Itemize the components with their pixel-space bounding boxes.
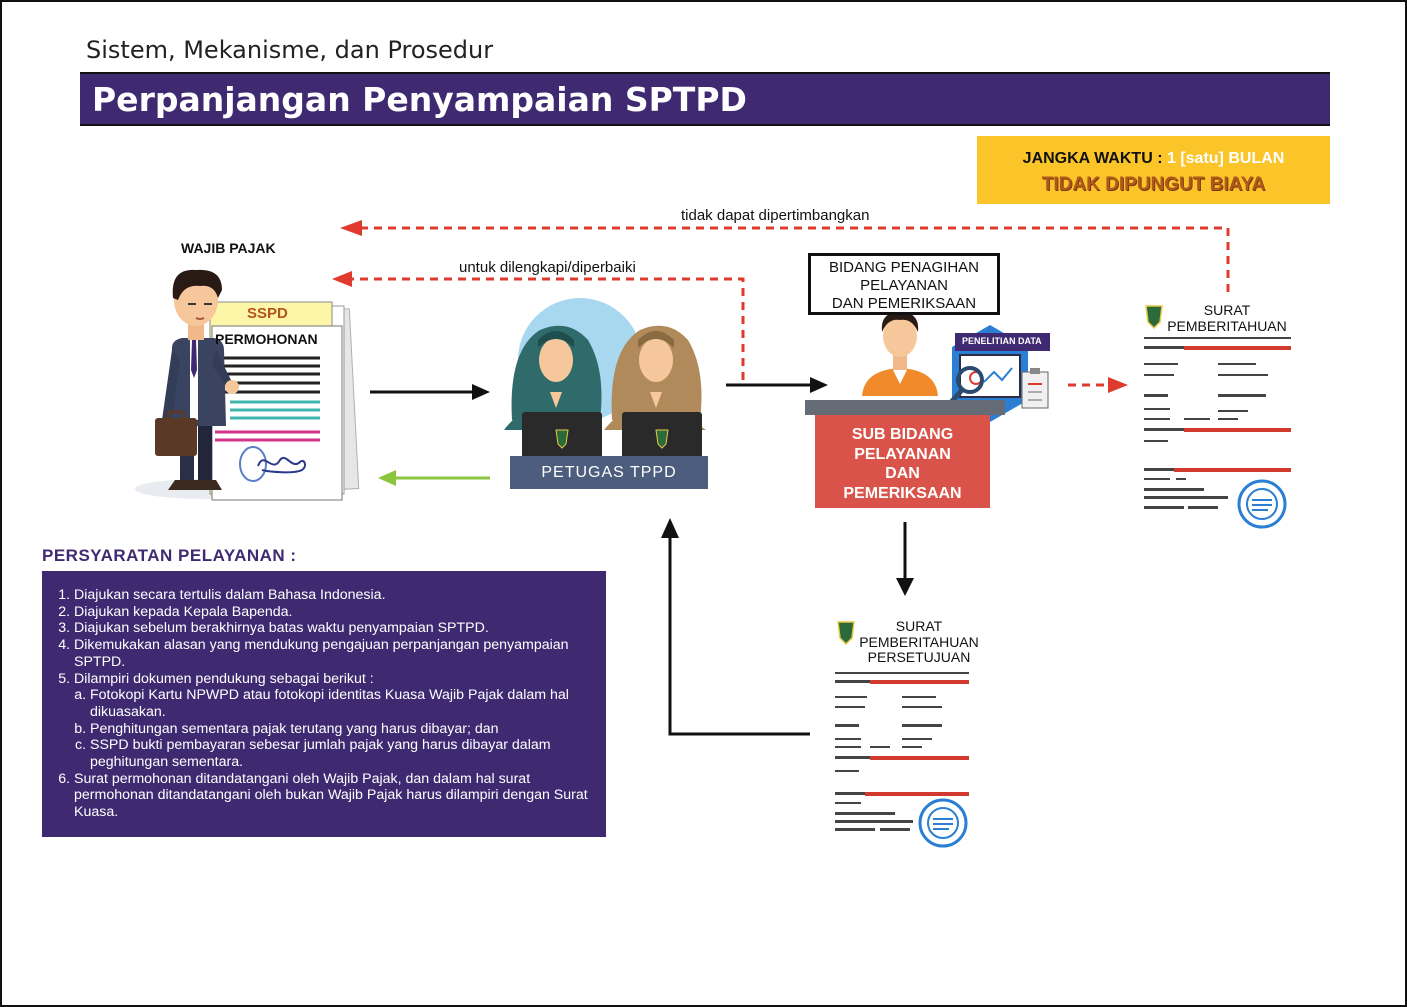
page-subtitle: Sistem, Mekanisme, dan Prosedur <box>86 36 494 64</box>
requirements-title: PERSYARATAN PELAYANAN : <box>42 546 297 565</box>
requirement-item: Dikemukakan alasan yang mendukung pengaj… <box>74 637 598 670</box>
requirement-item: Surat permohonan ditandatangani oleh Waj… <box>74 771 598 821</box>
page-title: Perpanjangan Penyampaian SPTPD <box>92 80 747 119</box>
permohonan-label: PERMOHONAN <box>215 331 318 347</box>
requirement-subitem: SSPD bukti pembayaran sebesar jumlah paj… <box>90 737 598 770</box>
requirements-box: Diajukan secara tertulis dalam Bahasa In… <box>42 571 606 837</box>
arrow-subbidang-to-persetujuan <box>896 522 914 596</box>
requirements-list: Diajukan secara tertulis dalam Bahasa In… <box>42 587 598 821</box>
time-label: JANGKA WAKTU <box>1022 150 1153 167</box>
revise-label: untuk dilengkapi/diperbaiki <box>459 259 636 276</box>
arrow-subbidang-to-pemberitahuan <box>1068 377 1128 393</box>
fee-info: TIDAK DIPUNGUT BIAYA <box>1041 174 1266 195</box>
requirement-item: Diajukan secara tertulis dalam Bahasa In… <box>74 587 598 604</box>
title-bar: Perpanjangan Penyampaian SPTPD <box>80 72 1330 126</box>
penelitian-data-label: PENELITIAN DATA <box>962 336 1042 346</box>
arrow-persetujuan-to-petugas <box>661 518 810 736</box>
requirement-subitem: Penghitungan sementara pajak terutang ya… <box>90 721 598 738</box>
requirement-item: Diajukan kepada Kepala Bapenda. <box>74 604 598 621</box>
arrow-rejected <box>340 220 1230 292</box>
requirement-subitem: Fotokopi Kartu NPWPD atau fotokopi ident… <box>90 687 598 720</box>
time-info-box: JANGKA WAKTU : 1 [satu] BULAN TIDAK DIPU… <box>977 136 1330 204</box>
surat-pemberitahuan-title: SURAT PEMBERITAHUAN <box>1167 302 1287 334</box>
arrow-wp-to-petugas <box>370 384 490 400</box>
rejected-label: tidak dapat dipertimbangkan <box>681 207 870 224</box>
sub-bidang-illustration <box>805 312 1050 422</box>
surat-pemberitahuan-doc <box>1144 305 1291 529</box>
petugas-tppd-label: PETUGAS TPPD <box>510 456 708 489</box>
time-value: 1 [satu] BULAN <box>1166 150 1285 167</box>
petugas-illustration <box>504 298 706 460</box>
surat-persetujuan-doc <box>835 621 969 848</box>
requirement-item: Diajukan sebelum berakhirnya batas waktu… <box>74 620 598 637</box>
wajib-pajak-label: WAJIB PAJAK <box>181 240 276 256</box>
bidang-penagihan-box: BIDANG PENAGIHAN PELAYANAN DAN PEMERIKSA… <box>808 253 1000 315</box>
wajib-pajak-illustration <box>135 269 360 501</box>
arrow-petugas-to-wp <box>378 470 490 486</box>
surat-persetujuan-title: SURAT PEMBERITAHUAN PERSETUJUAN <box>859 618 979 665</box>
arrow-petugas-to-subbidang <box>726 377 828 393</box>
requirement-item: Dilampiri dokumen pendukung sebagai beri… <box>74 671 598 771</box>
arrow-revise <box>332 271 745 380</box>
sspd-label: SSPD <box>247 305 288 322</box>
time-limit: JANGKA WAKTU : 1 [satu] BULAN <box>1022 150 1285 167</box>
requirement-sublist: Fotokopi Kartu NPWPD atau fotokopi ident… <box>74 687 598 771</box>
sub-bidang-box: SUB BIDANG PELAYANAN DAN PEMERIKSAAN <box>815 415 990 508</box>
